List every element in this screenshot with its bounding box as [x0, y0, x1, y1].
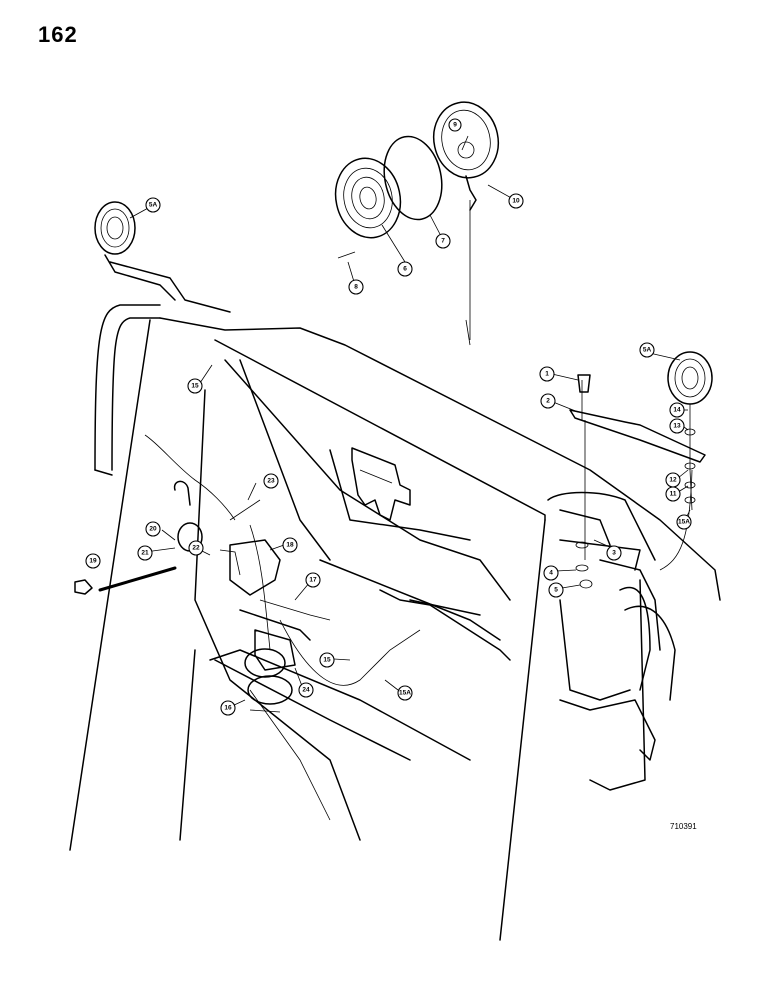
svg-text:5A: 5A [149, 202, 158, 209]
callout-24: 24 [298, 682, 314, 698]
callout-21: 21 [137, 545, 153, 561]
callout-3: 3 [606, 545, 622, 561]
callout-5a-right: 5A [639, 342, 655, 358]
svg-text:15: 15 [191, 383, 199, 390]
cab-frame [69, 304, 721, 941]
svg-text:9: 9 [453, 122, 457, 129]
svg-text:8: 8 [354, 284, 358, 291]
svg-text:18: 18 [286, 542, 294, 549]
callout-12: 12 [665, 472, 681, 488]
center-bracket [351, 447, 411, 521]
svg-text:5: 5 [554, 587, 558, 594]
callout-1: 1 [539, 366, 555, 382]
callout-15-lower: 15 [319, 652, 335, 668]
callout-5a-left: 5A [145, 197, 161, 213]
svg-text:15: 15 [323, 657, 331, 664]
svg-text:20: 20 [149, 526, 157, 533]
callout-10: 10 [508, 193, 524, 209]
svg-text:21: 21 [141, 550, 149, 557]
callout-22: 22 [188, 540, 204, 556]
svg-text:11: 11 [670, 491, 677, 498]
callout-2: 2 [540, 393, 556, 409]
wiring-harness [144, 434, 421, 821]
callout-15-upper: 15 [187, 378, 203, 394]
callout-19: 19 [85, 553, 101, 569]
svg-text:2: 2 [546, 398, 550, 405]
callout-16: 16 [220, 700, 236, 716]
svg-text:22: 22 [192, 545, 200, 552]
callout-13: 13 [669, 418, 685, 434]
svg-text:14: 14 [673, 407, 681, 414]
svg-text:19: 19 [89, 558, 97, 565]
svg-text:10: 10 [512, 198, 520, 205]
callout-6: 6 [397, 261, 413, 277]
svg-text:13: 13 [673, 423, 681, 430]
callout-8: 8 [348, 279, 364, 295]
callout-5: 5 [548, 582, 564, 598]
leader-lines [129, 135, 691, 707]
svg-text:4: 4 [549, 570, 553, 577]
callout-23: 23 [263, 473, 279, 489]
left-lamp [94, 201, 231, 313]
svg-text:17: 17 [309, 577, 317, 584]
page-number: 162 [38, 22, 78, 47]
right-pillar-fender [547, 491, 676, 791]
right-lamp [569, 351, 713, 571]
svg-text:5A: 5A [643, 347, 652, 354]
svg-text:1: 1 [545, 371, 549, 378]
callout-15a-right: 15A [676, 514, 692, 530]
part-19-bulb [74, 566, 177, 595]
svg-text:6: 6 [403, 266, 407, 273]
svg-text:23: 23 [267, 478, 275, 485]
callout-20: 20 [145, 521, 161, 537]
hardware-stack [575, 374, 696, 589]
svg-text:7: 7 [441, 238, 445, 245]
figure-code: 710391 [670, 822, 697, 831]
svg-text:24: 24 [302, 687, 310, 694]
callout-15a-lower: 15A [397, 685, 413, 701]
callout-9: 9 [448, 118, 462, 132]
callout-17: 17 [305, 572, 321, 588]
callout-7: 7 [435, 233, 451, 249]
svg-text:15A: 15A [678, 519, 690, 526]
svg-text:15A: 15A [399, 690, 411, 697]
svg-text:12: 12 [669, 477, 677, 484]
callout-4: 4 [543, 565, 559, 581]
callout-14: 14 [669, 402, 685, 418]
lamp-exploded-view [334, 101, 500, 346]
callout-18: 18 [282, 537, 298, 553]
svg-text:16: 16 [224, 705, 232, 712]
callout-11: 11 [665, 486, 681, 502]
svg-text:3: 3 [612, 550, 616, 557]
switch-assembly [173, 480, 311, 713]
